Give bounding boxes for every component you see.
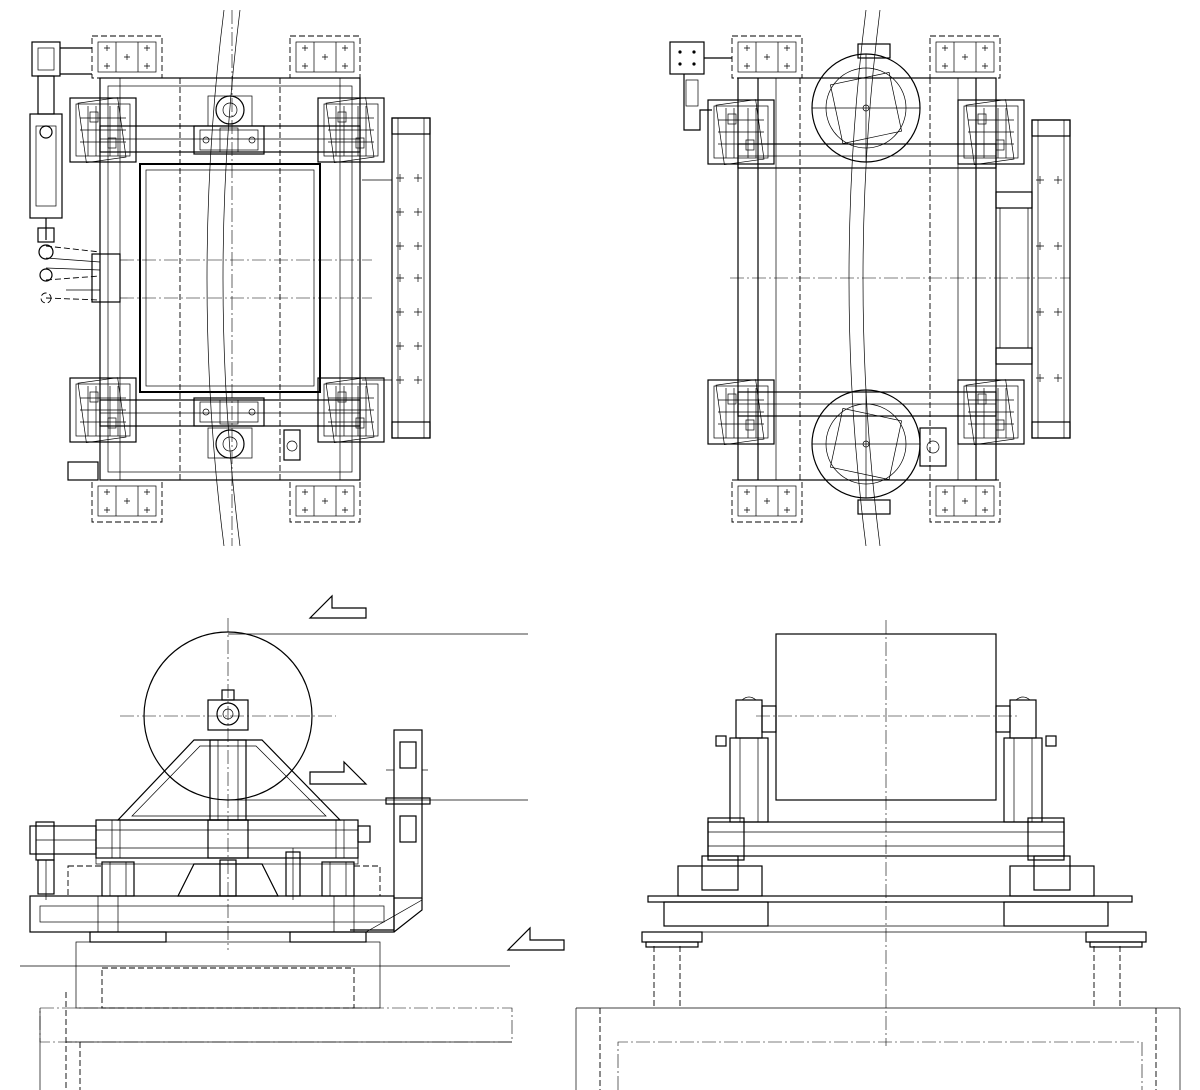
guide-roller bbox=[69, 97, 137, 164]
central-plate bbox=[139, 163, 321, 393]
foundation-pad bbox=[929, 479, 1001, 523]
side-elevation bbox=[20, 618, 528, 1090]
hydraulic-cylinder bbox=[29, 113, 63, 219]
front-elevation bbox=[575, 620, 1181, 1090]
section-arrow-middle bbox=[309, 761, 367, 785]
section-arrow-lower bbox=[507, 927, 565, 951]
guide-roller bbox=[69, 377, 137, 444]
guide-roller bbox=[317, 377, 385, 444]
guide-roller bbox=[957, 99, 1025, 166]
base-frame bbox=[29, 895, 395, 933]
turntable-lower bbox=[811, 389, 921, 515]
vertical-guide bbox=[393, 729, 423, 899]
support-column bbox=[729, 737, 769, 823]
foundation-pad bbox=[91, 35, 163, 79]
foundation-pad bbox=[929, 35, 1001, 79]
a-frame-support bbox=[116, 739, 342, 821]
frame-outline bbox=[737, 77, 997, 481]
frame-outline bbox=[99, 77, 361, 481]
leveling-foot bbox=[641, 931, 703, 948]
shaft-arc bbox=[862, 9, 881, 547]
top-view-left bbox=[29, 9, 431, 547]
support-column bbox=[1003, 737, 1043, 823]
top-view-right bbox=[669, 9, 1071, 547]
shaft-arc bbox=[222, 9, 241, 547]
foundation-pad bbox=[289, 479, 361, 523]
foundation-pad bbox=[91, 479, 163, 523]
guide-roller bbox=[317, 97, 385, 164]
base-plate bbox=[647, 895, 1133, 903]
guide-roller bbox=[707, 99, 775, 166]
main-beam bbox=[95, 819, 359, 859]
leveling-foot bbox=[1085, 931, 1147, 948]
foundation-pad bbox=[289, 35, 361, 79]
support-wheel bbox=[321, 861, 355, 897]
guide-roller bbox=[957, 379, 1025, 446]
guide-roller bbox=[707, 379, 775, 446]
bearing-housing bbox=[193, 397, 265, 427]
support-wheel bbox=[101, 861, 135, 897]
cylinder-bracket bbox=[31, 41, 61, 77]
bearing-housing bbox=[193, 125, 265, 155]
foundation-pad bbox=[731, 479, 803, 523]
foundation-pad bbox=[731, 35, 803, 79]
section-arrow-upper bbox=[309, 595, 367, 619]
